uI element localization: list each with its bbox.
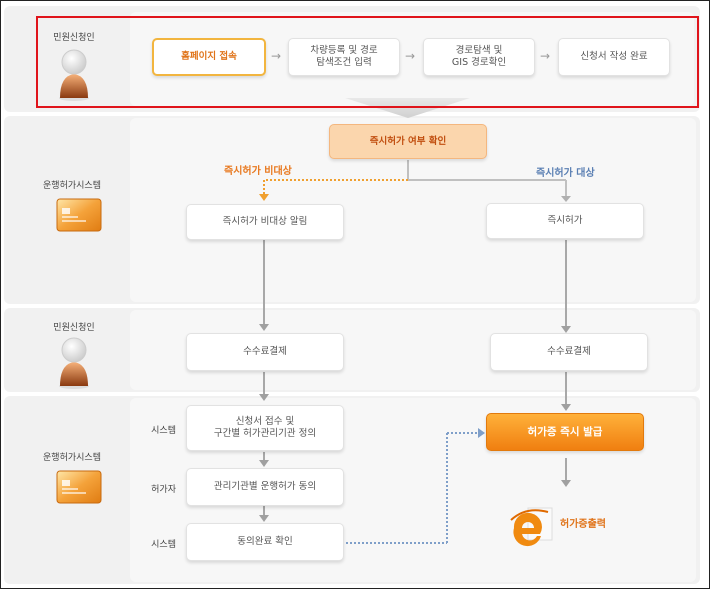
step-fee-payment-left: 수수료결제 (186, 333, 344, 371)
step-non-target-notice: 즉시허가 비대상 알림 (186, 204, 344, 240)
step-homepage-access: 홈페이지 접속 (152, 38, 266, 76)
highlight-frame (36, 16, 699, 108)
step-instant-check: 즉시허가 여부 확인 (329, 124, 487, 159)
label-system-1: 시스템 (151, 426, 176, 436)
label-non-target: 즉시허가 비대상 (224, 166, 292, 177)
role-label-system-2: 운행허가시스템 (43, 453, 101, 463)
arrow-right-icon: → (271, 49, 282, 63)
step-route-search: 경로탐색 및 GIS 경로확인 (423, 38, 535, 76)
label-target: 즉시허가 대상 (536, 168, 595, 179)
step-vehicle-input: 차량등록 및 경로 탐색조건 입력 (288, 38, 400, 76)
step-agency-agree: 관리기관별 운행허가 동의 (186, 468, 344, 506)
ie-browser-icon (510, 507, 553, 547)
label-system-2: 시스템 (151, 540, 176, 550)
label-manager: 허가자 (151, 485, 176, 495)
person-icon (59, 49, 89, 101)
step-fee-payment-right: 수수료결제 (490, 333, 648, 371)
system-card-icon (56, 470, 102, 504)
step-issue-permit: 허가증 즉시 발급 (486, 413, 644, 451)
system-card-icon (56, 198, 102, 232)
role-label-system-1: 운행허가시스템 (43, 181, 101, 191)
person-icon (59, 337, 89, 389)
step-agree-done: 동의완료 확인 (186, 523, 344, 561)
step-instant-permit: 즉시허가 (486, 203, 644, 239)
role-label-applicant-1: 민원신청인 (53, 33, 95, 43)
step-application-complete: 신청서 작성 완료 (558, 38, 670, 76)
arrow-right-icon: → (540, 49, 551, 63)
role-label-applicant-2: 민원신청인 (53, 323, 95, 333)
funnel-shape (345, 98, 470, 118)
label-print-permit: 허가증출력 (560, 519, 606, 530)
step-receipt-define: 신청서 접수 및 구간별 허가관리기관 정의 (186, 405, 344, 451)
arrow-right-icon: → (405, 49, 416, 63)
